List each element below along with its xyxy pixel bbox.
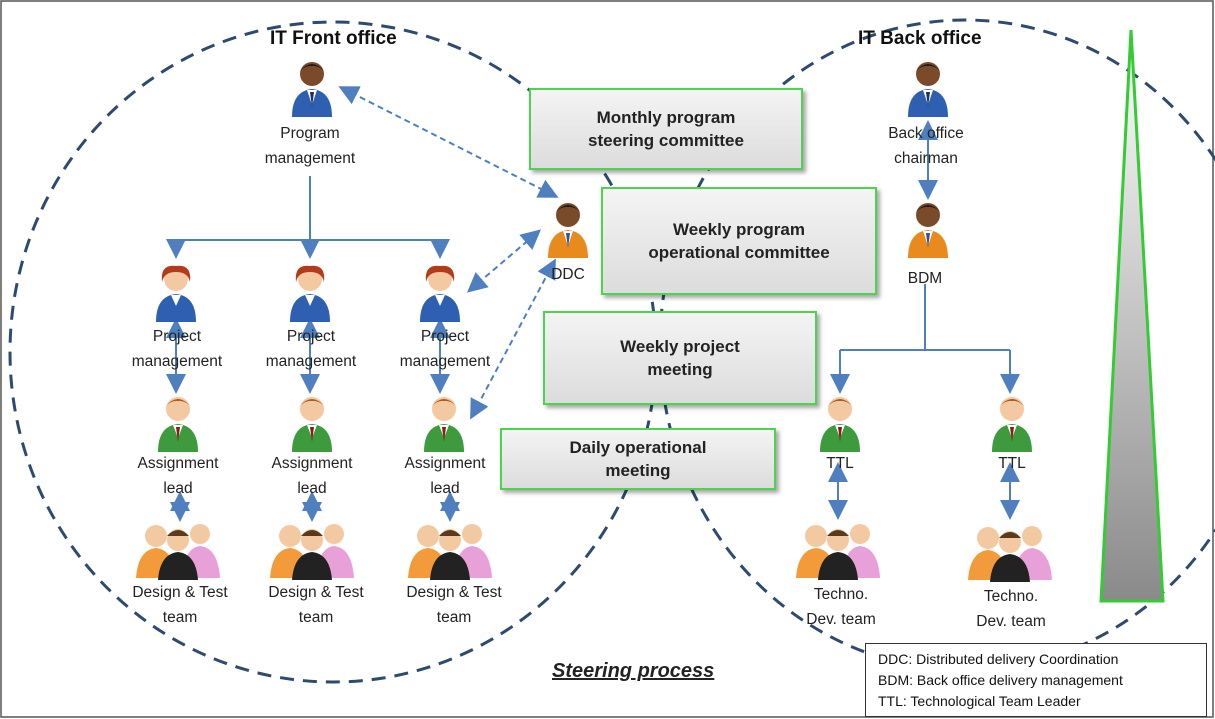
dev-team-icon-2 [968, 526, 1052, 582]
weekly-program-committee-box: Weekly program operational committee [601, 187, 877, 295]
design-test-team-label-2: Design & Test team [268, 584, 364, 626]
ttl-icon-1 [820, 397, 860, 452]
legend-box: DDC: Distributed delivery Coordination B… [865, 643, 1207, 717]
assignment-lead-icon-2 [292, 397, 332, 452]
assignment-lead-label-3: Assignment lead [404, 455, 486, 497]
monthly-steering-committee-box: Monthly program steering committee [529, 88, 803, 170]
ddc-label: DDC [551, 266, 585, 283]
project-manager-icon-3 [420, 265, 460, 322]
project-management-label-1: Project management [131, 328, 223, 370]
daily-operational-meeting-box: Daily operational meeting [500, 428, 776, 490]
assignment-lead-label-2: Assignment lead [271, 455, 353, 497]
daily-operational-meeting-label: Daily operational meeting [569, 438, 707, 480]
legend-ddc: DDC: Distributed delivery Coordination [878, 651, 1119, 667]
weekly-program-committee-label: Weekly program operational committee [648, 220, 830, 262]
monthly-steering-committee-label: Monthly program steering committee [588, 108, 744, 150]
project-manager-icon-2 [290, 265, 330, 322]
design-test-team-icon-2 [270, 524, 354, 580]
ddc-icon [548, 203, 588, 258]
ttl-label-1: TTL [826, 455, 854, 472]
back-office-chairman-label: Back office chairman [888, 125, 964, 167]
weekly-project-meeting-box: Weekly project meeting [543, 311, 817, 405]
back-office-chairman-icon [908, 62, 948, 117]
assignment-lead-icon-1 [158, 397, 198, 452]
weekly-project-meeting-label: Weekly project meeting [620, 337, 740, 379]
front-office-title: IT Front office [270, 28, 397, 49]
design-test-team-label-1: Design & Test team [132, 584, 228, 626]
dev-team-label-2: Techno. Dev. team [976, 588, 1046, 630]
design-test-team-icon-3 [408, 524, 492, 580]
legend-ttl: TTL: Technological Team Leader [878, 693, 1081, 709]
ttl-label-2: TTL [998, 455, 1026, 472]
project-manager-icon-1 [156, 265, 196, 322]
design-test-team-icon-1 [136, 524, 220, 580]
project-management-label-2: Project management [265, 328, 357, 370]
back-office-title: IT Back office [858, 28, 982, 49]
escalation-triangle [1099, 29, 1165, 603]
program-management-label: Program management [264, 125, 356, 167]
program-manager-icon [292, 62, 332, 117]
design-test-team-label-3: Design & Test team [406, 584, 502, 626]
dev-team-icon-1 [796, 524, 880, 580]
project-management-label-3: Project management [399, 328, 491, 370]
bdm-label: BDM [907, 270, 943, 287]
assignment-lead-label-1: Assignment lead [137, 455, 219, 497]
ttl-icon-2 [992, 397, 1032, 452]
bdm-icon [908, 203, 948, 258]
steering-process-caption: Steering process [552, 660, 715, 682]
legend-bdm: BDM: Back office delivery management [878, 672, 1123, 688]
assignment-lead-icon-3 [424, 397, 464, 452]
dev-team-label-1: Techno. Dev. team [806, 586, 876, 628]
